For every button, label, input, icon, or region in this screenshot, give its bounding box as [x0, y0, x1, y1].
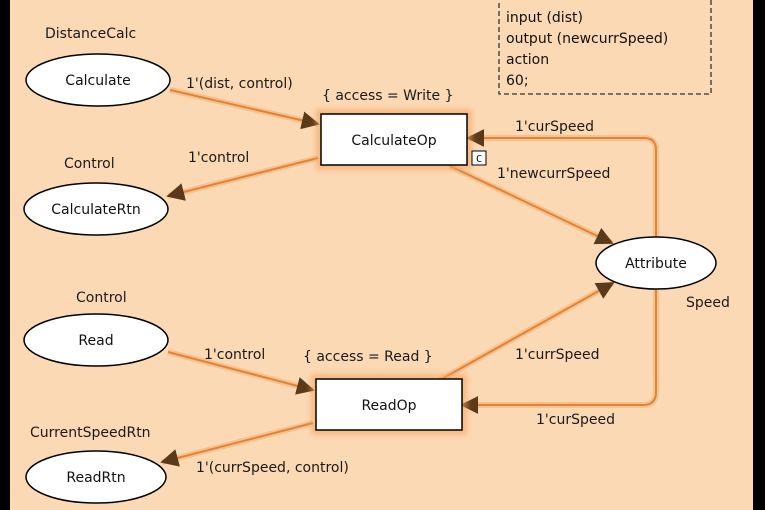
arc-calculate-op-to-attribute[interactable]: [448, 163, 614, 246]
transition-name-calculate-op: CalculateOp: [351, 133, 436, 149]
arc-read-to-op[interactable]: [167, 349, 315, 395]
transition-calculate-op[interactable]: CalculateOp: [316, 109, 472, 170]
arc-calculate-to-op[interactable]: [169, 87, 320, 130]
arc-label-read-to-op: 1'control: [204, 347, 265, 363]
place-read-rtn[interactable]: ReadRtn: [25, 450, 167, 504]
place-name-read: Read: [78, 333, 113, 349]
place-type-read-rtn: CurrentSpeedRtn: [30, 425, 151, 441]
arc-label-calculate-to-op: 1'(dist, control): [186, 76, 293, 92]
arc-label-read-op-to-read-rtn: 1'(currSpeed, control): [196, 460, 349, 476]
arc-attribute-to-calculate-op[interactable]: [466, 129, 659, 243]
code-line-2: output (newcurrSpeed): [506, 31, 668, 47]
arc-label-attribute-to-read-op: 1'curSpeed: [536, 412, 615, 428]
arc-label-attribute-to-calculate-op: 1'curSpeed: [515, 119, 594, 135]
place-name-calculate-rtn: CalculateRtn: [51, 202, 140, 218]
arc-op-to-calculate-rtn[interactable]: [166, 155, 319, 201]
place-name-read-rtn: ReadRtn: [66, 470, 125, 486]
code-badge[interactable]: C: [471, 150, 487, 166]
place-attribute[interactable]: Attribute: [595, 236, 717, 290]
place-type-read: Control: [76, 290, 127, 306]
place-calculate-rtn[interactable]: CalculateRtn: [23, 182, 169, 236]
guard-read-op: { access = Read }: [303, 349, 433, 365]
frame-right: [753, 0, 765, 510]
arc-read-op-to-read-rtn[interactable]: [160, 420, 314, 467]
arc-read-op-to-attribute[interactable]: [438, 280, 615, 383]
arc-label-calculate-op-to-attribute: 1'newcurrSpeed: [497, 166, 610, 182]
code-line-3: action: [506, 52, 549, 68]
code-badge-label: C: [476, 154, 482, 165]
code-segment: input (dist) output (newcurrSpeed) actio…: [498, 0, 712, 95]
code-line-1: input (dist): [506, 10, 583, 26]
place-read[interactable]: Read: [23, 313, 169, 367]
arc-label-op-to-calculate-rtn: 1'control: [188, 150, 249, 166]
frame-left: [0, 0, 10, 510]
arc-label-read-op-to-attribute: 1'currSpeed: [515, 347, 599, 363]
guard-calculate-op: { access = Write }: [322, 88, 453, 104]
place-type-calculate: DistanceCalc: [45, 26, 136, 42]
arc-attribute-to-read-op[interactable]: [460, 284, 659, 414]
place-type-calculate-rtn: Control: [64, 156, 115, 172]
code-line-4: 60;: [506, 73, 529, 89]
place-type-attribute: Speed: [686, 295, 730, 311]
place-name-calculate: Calculate: [65, 73, 130, 89]
transition-read-op[interactable]: ReadOp: [311, 374, 467, 435]
place-calculate[interactable]: Calculate: [25, 53, 171, 107]
transition-name-read-op: ReadOp: [361, 398, 416, 414]
place-name-attribute: Attribute: [625, 256, 687, 272]
